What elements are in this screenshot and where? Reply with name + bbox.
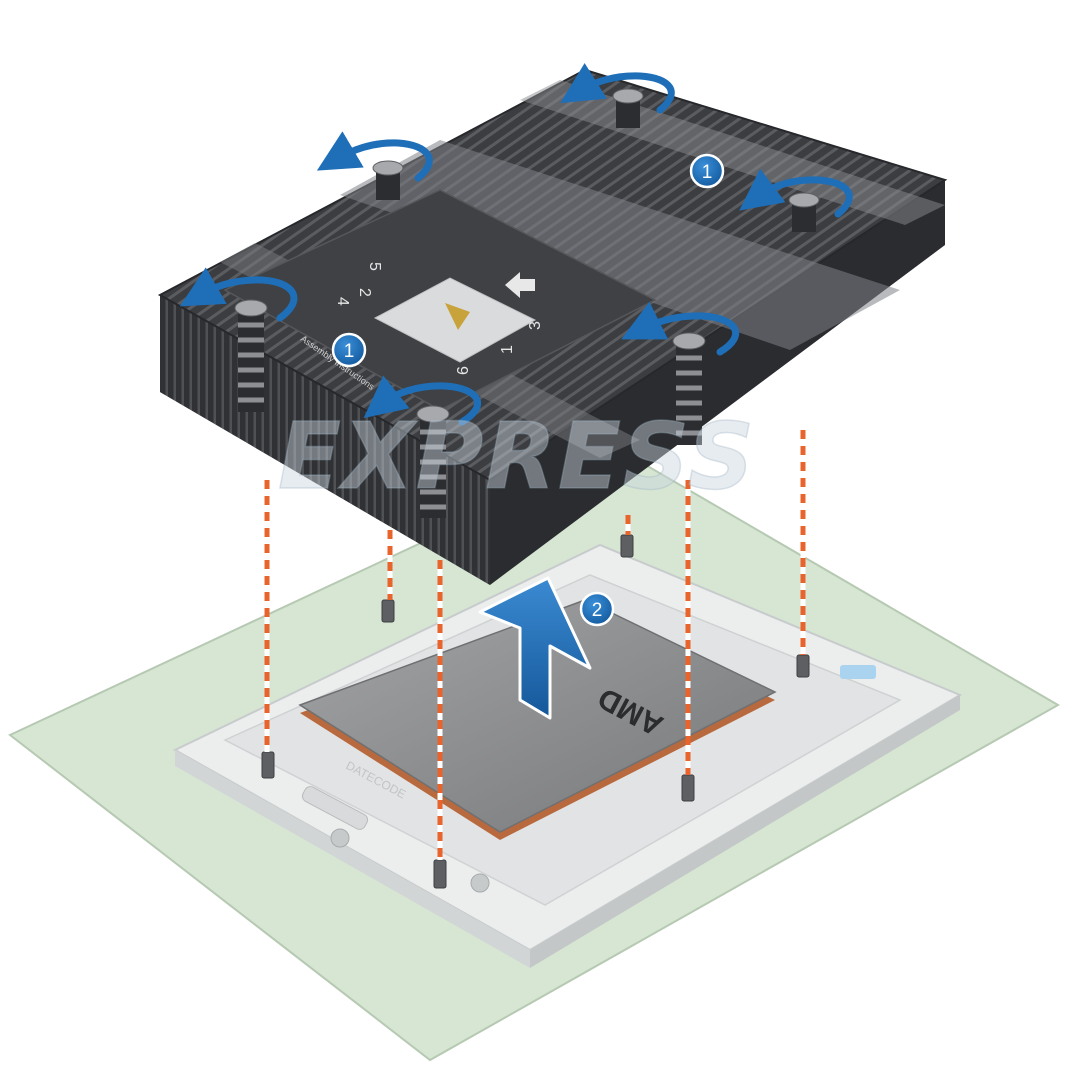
label-digit-4: 3	[527, 321, 544, 330]
rotate-ccw-icon	[179, 267, 298, 322]
label-digit-2: 2	[356, 288, 373, 297]
processor: AMD	[298, 599, 777, 840]
label-digit-3: 4	[334, 297, 351, 306]
screw-right-back	[788, 192, 820, 232]
svg-text:1: 1	[702, 162, 713, 183]
standoff-posts	[261, 534, 810, 889]
orientation-arrow-icon	[505, 272, 535, 298]
rotate-ccw-icon	[739, 168, 853, 218]
alignment-guide-lines	[264, 430, 806, 860]
label-digit-1: 5	[366, 262, 383, 271]
step-2-callout: 2	[579, 591, 615, 627]
step-1-callout-front: 1	[331, 332, 367, 368]
watermark: EXPRESS	[278, 403, 756, 510]
screw-top-back	[612, 88, 644, 128]
loosen-rotation-arrows	[179, 63, 853, 426]
svg-text:1: 1	[344, 341, 355, 362]
screw-left-back	[372, 160, 404, 200]
captive-screws	[234, 88, 820, 518]
label-digit-6: 6	[455, 366, 472, 375]
step-1-callout-back: 1	[689, 153, 725, 189]
label-digit-5: 1	[499, 345, 516, 354]
rotate-ccw-icon	[363, 375, 482, 426]
rotate-ccw-icon	[316, 131, 433, 182]
screw-left-front	[234, 299, 268, 412]
rotate-ccw-icon	[621, 301, 740, 356]
rotate-ccw-icon	[560, 63, 675, 114]
screw-right-front	[672, 332, 706, 445]
lift-up-arrow	[478, 576, 592, 720]
screw-center-front	[416, 405, 450, 518]
svg-text:2: 2	[592, 600, 603, 621]
